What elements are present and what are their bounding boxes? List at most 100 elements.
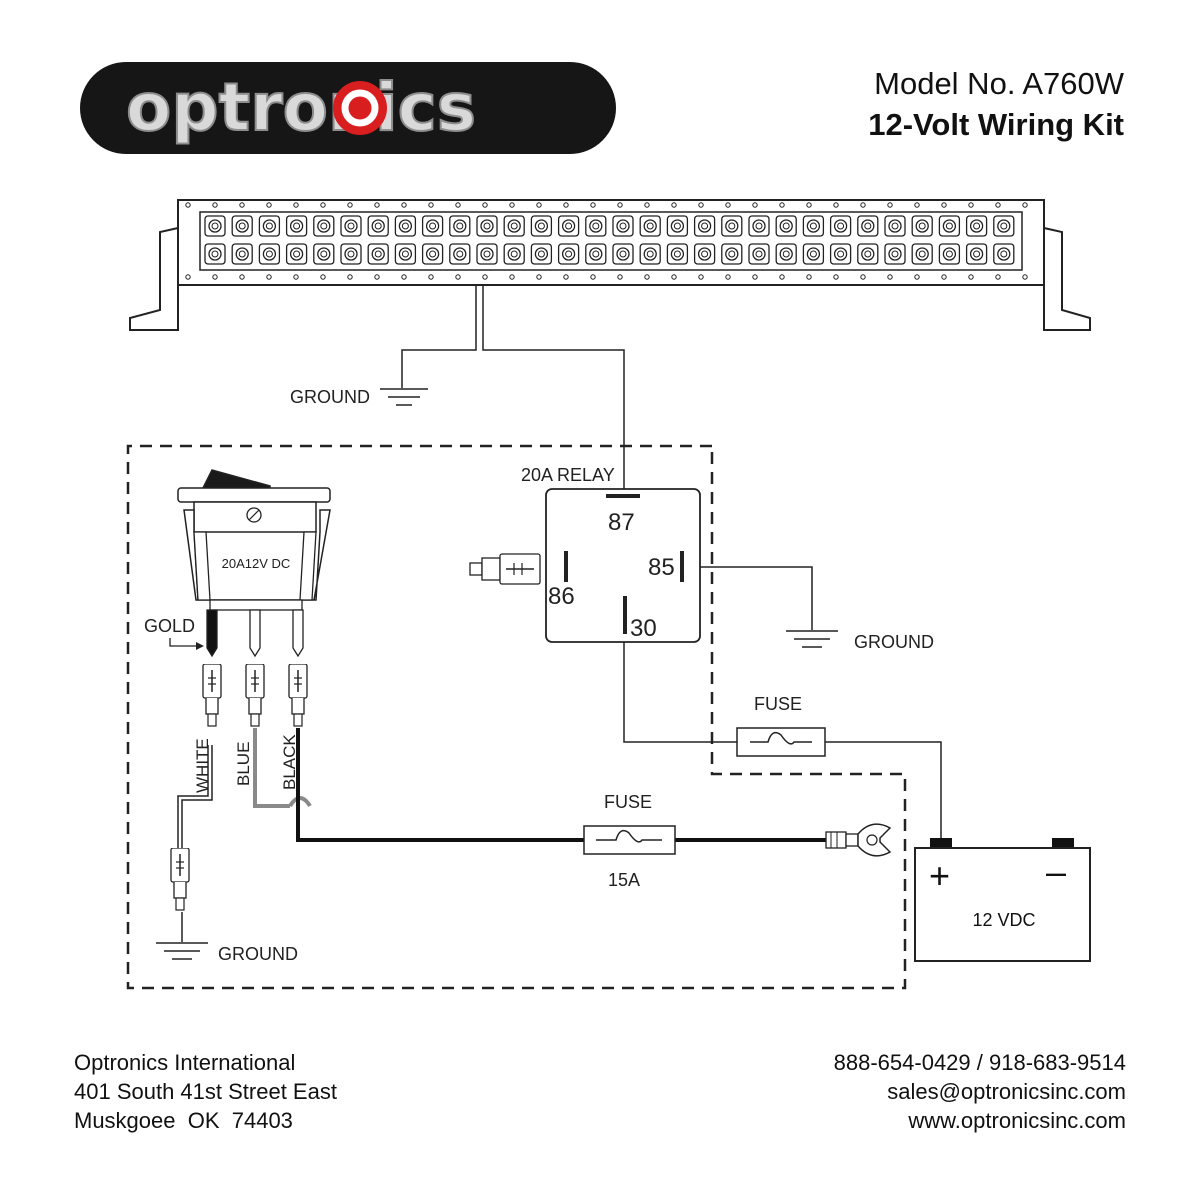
bolt-dot [698,274,704,280]
bolt-dot [887,202,893,208]
bolt-dot [833,202,839,208]
bolt-dot [590,274,596,280]
bolt-dot [914,274,920,280]
bolt-dot [563,202,569,208]
logo-red-circle [333,81,387,135]
bolt-dot [752,274,758,280]
switch-terminal-gold [206,609,218,658]
switch-rating: 20A12V DC [222,556,291,571]
phone-numbers: 888-654-0429 / 918-683-9514 [833,1050,1126,1075]
led-light-bar [129,199,1091,331]
switch-terminal-black [292,609,304,658]
bolt-dot [401,202,407,208]
bolt-dot [347,202,353,208]
bolt-dot [428,202,434,208]
bolt-dot [914,202,920,208]
bolt-dot [671,274,677,280]
bolt-dot [941,202,947,208]
bolt-dot [671,202,677,208]
bolt-dot [239,202,245,208]
bolt-dot [1022,202,1028,208]
bolt-dot [806,202,812,208]
bolt-dot [644,202,650,208]
wire-label-blue: BLUE [234,742,253,786]
fuse-lower-rating: 15A [608,870,640,890]
bolt-dot [968,202,974,208]
bolt-dot [293,202,299,208]
bolt-dot [374,274,380,280]
bolt-dot [779,202,785,208]
logo-text: optronics [126,69,476,146]
battery-minus-sign: – [1046,851,1066,892]
bolt-dot [239,274,245,280]
bolt-dot [185,202,191,208]
battery-terminal-negative [1052,838,1074,848]
fuse-upper: FUSE [736,694,826,757]
ground-label-top: GROUND [290,387,370,407]
kit-title: 12-Volt Wiring Kit [868,107,1124,142]
bolt-dot [860,274,866,280]
bolt-dot [833,274,839,280]
email-link[interactable]: sales@optronicsinc.com [887,1079,1126,1104]
bolt-dot [266,274,272,280]
company-name: Optronics International [74,1050,296,1075]
left-mount-bracket [129,226,179,331]
city-state-zip: Muskgoee OK 74403 [74,1108,293,1133]
bolt-dot [995,274,1001,280]
bolt-dot [428,274,434,280]
connector-black [288,664,308,727]
dashed-enclosure [126,444,907,990]
bolt-dot [617,202,623,208]
battery-terminal-positive [930,838,952,848]
fuse-lower-label: FUSE [604,792,652,812]
bolt-dot [455,274,461,280]
relay-spade-connector [469,553,541,585]
pin-86: 86 [548,583,575,610]
ring-terminal [825,823,892,857]
relay-label: 20A RELAY [521,465,615,485]
connector-ground [170,848,190,911]
bolt-dot [887,274,893,280]
bolt-dot [401,274,407,280]
bolt-dot [212,274,218,280]
battery-plus-sign: + [929,855,950,896]
battery-12vdc: + – 12 VDC [914,838,1091,962]
wire-label-white: WHITE [193,738,212,793]
bolt-dot [536,274,542,280]
right-mount-bracket [1043,226,1091,331]
ground-label-relay: GROUND [854,632,934,652]
website-link[interactable]: www.optronicsinc.com [908,1108,1126,1133]
wires-thin [177,285,942,942]
connector-white [202,664,222,727]
bolt-dot [374,202,380,208]
bolt-dot [941,274,947,280]
pin-85: 85 [648,554,675,581]
bolt-dot [212,202,218,208]
company-contact: 888-654-0429 / 918-683-9514 sales@optron… [834,1048,1126,1135]
bolt-dot [482,274,488,280]
blue-wire [253,728,290,808]
bolt-dot [455,202,461,208]
bolt-dot [725,202,731,208]
bolt-dot [185,274,191,280]
connector-blue [245,664,265,727]
fuse-lower: FUSE 15A [583,792,676,890]
optronics-logo: optronics [80,62,616,154]
pin-30: 30 [630,615,657,642]
bolt-dot [536,202,542,208]
gold-label: GOLD [144,616,195,636]
bolt-dot [266,202,272,208]
bolt-dot [860,202,866,208]
bolt-dot [698,202,704,208]
bolt-dot [563,274,569,280]
bolt-dot [968,274,974,280]
relay: 20A RELAY 87 86 85 30 [521,465,701,643]
wire-label-black: BLACK [280,734,299,790]
model-number: Model No. A760W [874,66,1124,101]
fuse-upper-label: FUSE [754,694,802,714]
company-address: Optronics International 401 South 41st S… [74,1048,337,1135]
logo-o-ring [341,89,379,127]
street-address: 401 South 41st Street East [74,1079,337,1104]
bolt-dot [1022,274,1028,280]
